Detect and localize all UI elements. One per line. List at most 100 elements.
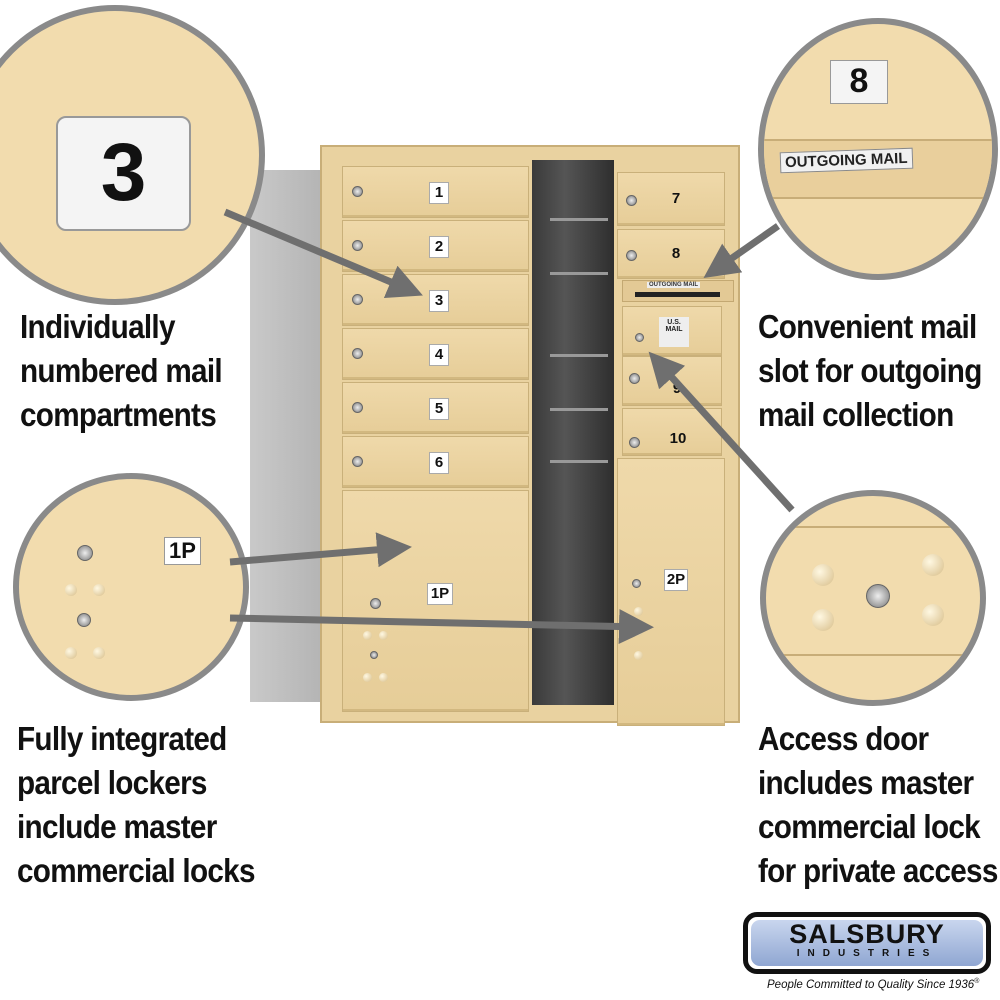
logo-brand: SALSBURY [789,919,945,949]
door-number: 1 [429,182,449,204]
arrow-to-door-3 [223,208,423,298]
lock-icon [352,240,363,251]
slot-label: OUTGOING MAIL [647,282,700,288]
lock-icon [352,456,363,467]
zoom-circle-access [760,490,986,706]
door-number: 8 [671,245,681,262]
rivet [379,673,388,682]
mailbox-interior [532,160,614,705]
rivet [65,647,77,659]
text-line: parcel lockers [17,764,207,801]
zoom-circle-outgoing: 8 OUTGOING MAIL [758,18,998,280]
door-number: 3 [429,290,449,312]
text-line: mail collection [758,396,954,433]
arrow-to-parcel-1p [229,532,412,568]
zoom-circle-parcel: 1P [13,473,249,701]
access-door[interactable]: U.S. MAIL [622,306,722,356]
text-line: Fully integrated [17,720,227,757]
shelf [550,272,608,275]
us-mail-plate: U.S. MAIL [659,317,689,347]
logo-badge: SALSBURY INDUSTRIES [751,920,983,966]
lock-icon [626,195,637,206]
rivet [922,554,944,576]
text-line: commercial lock [758,808,981,845]
parcel-locker-2p[interactable]: 2P [617,458,725,726]
outgoing-mail-slot[interactable]: OUTGOING MAIL [622,280,734,302]
shelf [550,408,608,411]
door-number: 7 [671,190,681,207]
text-line: includes master [758,764,974,801]
text-line: slot for outgoing [758,352,982,389]
lock-icon [352,348,363,359]
lock-icon [629,373,640,384]
slot-opening [635,292,720,297]
rivet [93,584,105,596]
lock-icon [352,402,363,413]
zoom-circle-number: 3 [0,5,265,305]
rivet [634,651,643,660]
text-line: for private access [758,852,998,889]
rivet [812,564,834,586]
door-number: 1P [427,583,453,605]
number-plate: 8 [830,60,888,104]
lock-icon [352,186,363,197]
lock-icon [629,437,640,448]
arrow-to-access-door [648,351,795,513]
rivet [363,673,372,682]
text-line: Convenient mail [758,308,977,345]
shelf [550,218,608,221]
rivet [379,631,388,640]
text-line: compartments [20,396,217,433]
parcel-locker-1p[interactable]: 1P [342,490,529,712]
arrow-to-parcel-2p [229,609,654,645]
shelf [550,460,608,463]
callout-parcel-text: Fully integrated parcel lockers include … [17,717,255,893]
door-number: 10 [669,430,687,447]
door-number: 2 [429,236,449,258]
tagline-text: People Committed to Quality Since 1936 [767,978,975,991]
callout-numbered-text: Individually numbered mail compartments [20,305,223,437]
door-number: 4 [429,344,449,366]
text-line: numbered mail [20,352,223,389]
lock-icon [370,598,381,609]
lock-icon [866,584,890,608]
door-number: 2P [664,569,688,591]
salsbury-logo: SALSBURY INDUSTRIES [743,912,991,974]
lock-icon [626,250,637,261]
rivet [812,609,834,631]
text-line: commercial locks [17,852,255,889]
compartment-door-2[interactable]: 2 [342,220,529,272]
door-number: 6 [429,452,449,474]
rivet [93,647,105,659]
text-line: Individually [20,308,175,345]
rivet [65,584,77,596]
compartment-door-4[interactable]: 4 [342,328,529,380]
access-door-edge [766,526,980,656]
compartment-door-10[interactable]: 10 [622,408,722,456]
compartment-door-5[interactable]: 5 [342,382,529,434]
compartment-door-7[interactable]: 7 [617,172,725,226]
rivet [922,604,944,626]
shelf [550,354,608,357]
compartment-door-3[interactable]: 3 [342,274,529,326]
mailbox-side-panel [250,170,326,702]
compartment-door-6[interactable]: 6 [342,436,529,488]
registered-mark: ® [974,978,980,985]
text-line: include master [17,808,217,845]
rivet [363,631,372,640]
text-line: Access door [758,720,929,757]
arrow-to-outgoing-slot [703,223,781,279]
lock-icon [77,545,93,561]
callout-outgoing-text: Convenient mail slot for outgoing mail c… [758,305,982,437]
lock-icon [635,333,644,342]
callout-access-text: Access door includes master commercial l… [758,717,998,893]
logo-tagline: People Committed to Quality Since 1936® [767,978,979,991]
number-plate: 1P [164,537,201,565]
door-number: 5 [429,398,449,420]
compartment-door-1[interactable]: 1 [342,166,529,218]
lock-icon [370,651,378,659]
number-plate: 3 [56,116,191,231]
logo-sub: INDUSTRIES [796,948,938,959]
lock-icon [77,613,91,627]
